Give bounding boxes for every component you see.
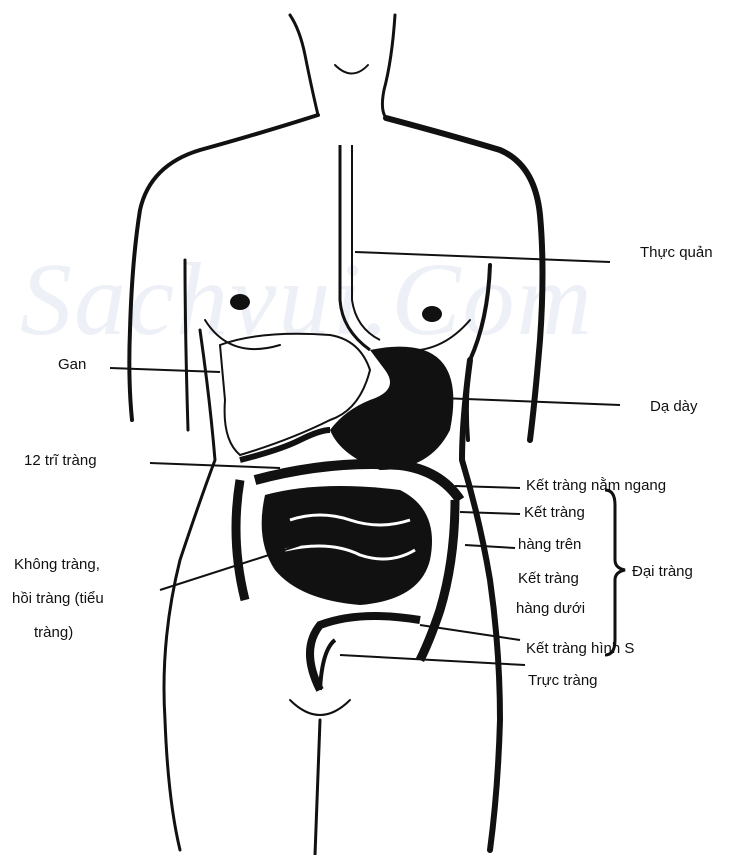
inner-leg [290,700,350,715]
left-nipple [230,294,250,310]
small-intestine [262,486,432,605]
right-breast [400,320,470,351]
label-ket-trang-hinh-s: Kết tràng hình S [526,640,634,658]
label-ta-trang: 12 trĩ tràng [24,452,97,470]
label-ket-trang-1: Kết tràng [524,504,585,522]
neck-right-outline [382,15,395,118]
label-ket-trang-2: Kết tràng [518,570,579,588]
leader-thuc-quan [355,252,610,262]
leader-hang-tren [465,545,515,548]
neck-left-outline [290,15,318,115]
label-thuc-quan: Thực quản [640,244,713,262]
label-hang-tren: hàng trên [518,536,581,554]
label-khong-trang-2: hồi tràng (tiểu [12,590,104,608]
rectum [320,640,335,690]
leader-gan [110,368,220,372]
label-dai-trang: Đại tràng [632,563,693,581]
right-nipple [422,306,442,322]
label-khong-trang-1: Không tràng, [14,556,100,574]
leader-ket-trang-hang-tren [460,512,520,514]
leader-ket-trang-nam-ngang [455,486,520,488]
duodenum [240,430,330,460]
label-hang-duoi: hàng dưới [516,600,585,618]
left-shoulder [129,115,318,420]
esophagus [340,145,370,350]
label-ket-trang-nam-ngang: Kết tràng nằm ngang [526,477,666,495]
label-khong-trang-3: tràng) [34,624,73,642]
right-arm-inner [467,265,490,440]
label-da-day: Dạ dày [650,398,698,416]
ascending-colon [236,480,245,600]
left-arm-inner [185,260,188,430]
left-torso-outline [164,330,215,850]
label-truc-trang: Trực tràng [528,672,598,690]
dai-trang-brace [605,490,625,655]
chin [335,65,368,74]
crotch-line [315,720,320,855]
organs [220,145,460,690]
label-gan: Gan [58,356,86,374]
